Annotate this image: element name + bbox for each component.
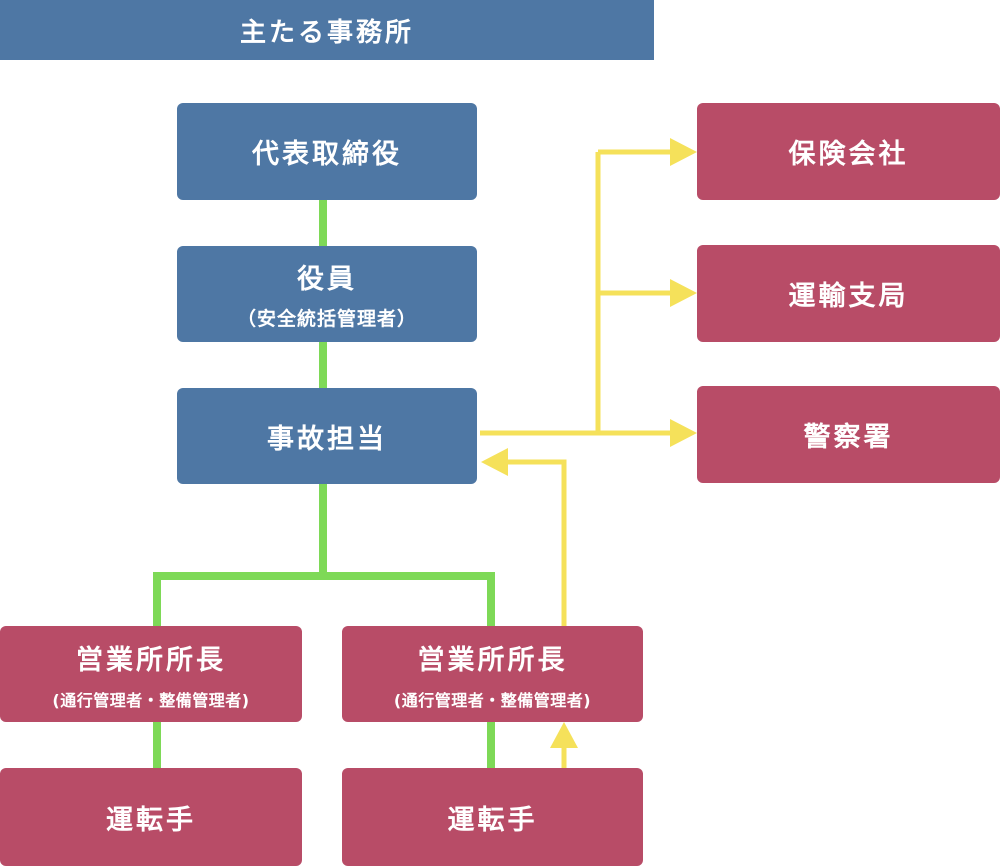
node-transport-bureau: 運輸支局	[697, 245, 1000, 342]
node-branch-left: 営業所所長 (通行管理者・整備管理者)	[0, 626, 302, 722]
node-driver-right-label: 運転手	[447, 804, 538, 836]
node-transport-bureau-label: 運輸支局	[788, 281, 909, 312]
node-branch-right-label: 営業所所長	[417, 644, 568, 676]
arrow-to-police	[670, 419, 697, 447]
report-arrows	[480, 149, 672, 768]
node-ceo-label: 代表取締役	[252, 139, 402, 170]
arrow-to-branch-right	[550, 722, 578, 748]
node-ceo: 代表取締役	[177, 103, 477, 200]
arrow-to-insurance	[670, 138, 697, 166]
arrow-to-transport-bureau	[670, 279, 697, 307]
page-title: 主たる事務所	[0, 0, 654, 60]
node-officer-label: 役員	[297, 264, 357, 295]
node-insurance-label: 保険会社	[788, 139, 909, 170]
node-accident-label: 事故担当	[267, 423, 387, 455]
node-police-label: 警察署	[803, 422, 894, 453]
node-insurance: 保険会社	[697, 103, 1000, 200]
node-driver-right: 運転手	[342, 768, 643, 866]
line-accident-branch-right	[323, 572, 495, 626]
node-police: 警察署	[697, 386, 1000, 483]
line-accident-branches	[153, 484, 327, 626]
node-branch-left-sublabel: (通行管理者・整備管理者)	[52, 690, 250, 710]
node-officer-sublabel: （安全統括管理者）	[236, 308, 417, 330]
hierarchy-lines	[153, 200, 495, 768]
arrow-to-accident	[481, 448, 508, 476]
node-accident: 事故担当	[177, 388, 477, 484]
node-driver-left-label: 運転手	[106, 804, 196, 836]
node-branch-right-sublabel: (通行管理者・整備管理者)	[393, 690, 592, 710]
node-driver-left: 運転手	[0, 768, 302, 866]
node-branch-left-label: 営業所所長	[76, 644, 226, 676]
arrowheads	[481, 138, 697, 748]
node-branch-right: 営業所所長 (通行管理者・整備管理者)	[342, 626, 643, 722]
node-officer: 役員 （安全統括管理者）	[177, 246, 477, 342]
